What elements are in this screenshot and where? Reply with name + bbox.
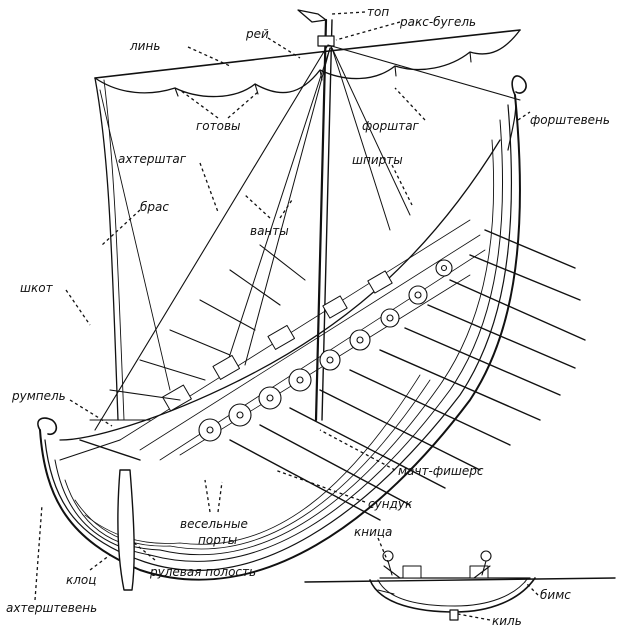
ship-illustration xyxy=(37,9,586,591)
oars xyxy=(229,229,586,521)
label-akhtershteven: ахтерштевень xyxy=(6,601,97,615)
leader-rei xyxy=(267,37,301,59)
label-vanty: ванты xyxy=(250,224,289,238)
oars-port xyxy=(59,244,306,461)
deck xyxy=(119,219,486,461)
label-porty: порты xyxy=(198,533,237,547)
leader-knitsa xyxy=(377,537,389,563)
leader-akhtershteven xyxy=(34,504,43,601)
leader-shpirty xyxy=(391,164,413,206)
leader-rulevaya-polost xyxy=(132,541,156,561)
label-gotovy: готовы xyxy=(196,119,241,133)
shields xyxy=(198,259,453,442)
label-raks-bugel: ракс-бугель xyxy=(399,15,476,29)
leader-bras xyxy=(101,209,141,246)
leader-forshteven xyxy=(517,111,531,121)
label-forshtag: форштаг xyxy=(362,119,420,133)
leader-rumpel xyxy=(69,399,113,427)
leader-macht-fishers xyxy=(319,429,396,471)
leader-vanty xyxy=(244,194,293,219)
leader-lin xyxy=(187,46,231,67)
label-akhtershtag: ахтерштаг xyxy=(118,152,187,166)
leader-sunduk xyxy=(274,469,366,503)
label-macht-fishers: мачт-фишерс xyxy=(398,464,484,478)
label-forshteven: форштевень xyxy=(530,113,610,127)
label-bims: бимс xyxy=(540,588,571,602)
leader-veselnye-porty xyxy=(204,479,223,513)
label-top: топ xyxy=(367,5,389,19)
leader-shkot xyxy=(65,289,91,326)
labels: топ ракс-бугель рей линь готовы форштаг … xyxy=(6,5,610,628)
label-knitsa: кница xyxy=(354,525,392,539)
label-bras: брас xyxy=(140,200,169,214)
sail xyxy=(94,29,521,421)
leader-forshtag xyxy=(394,87,426,121)
label-kil: киль xyxy=(492,614,522,628)
leader-kil xyxy=(457,613,491,621)
cross-section xyxy=(304,550,616,621)
label-klots: клоц xyxy=(66,573,96,587)
label-shkot: шкот xyxy=(20,281,54,295)
label-sunduk: сундук xyxy=(368,497,413,511)
label-shpirty: шпирты xyxy=(352,153,403,167)
label-rei: рей xyxy=(245,27,269,41)
leader-lines xyxy=(34,11,539,621)
label-rulevaya-polost: рулевая полость xyxy=(149,565,256,579)
label-rumpel: румпель xyxy=(11,389,66,403)
leader-raks-bugel xyxy=(335,21,401,41)
chests xyxy=(162,270,393,412)
hull xyxy=(37,75,527,591)
label-lin: линь xyxy=(129,39,160,53)
leader-top xyxy=(331,11,366,15)
leader-akhtershtag xyxy=(199,162,219,213)
leader-gotovy xyxy=(179,89,259,119)
leader-klots xyxy=(89,554,111,571)
label-veselnye: весельные xyxy=(180,517,248,531)
rigging xyxy=(94,44,521,431)
